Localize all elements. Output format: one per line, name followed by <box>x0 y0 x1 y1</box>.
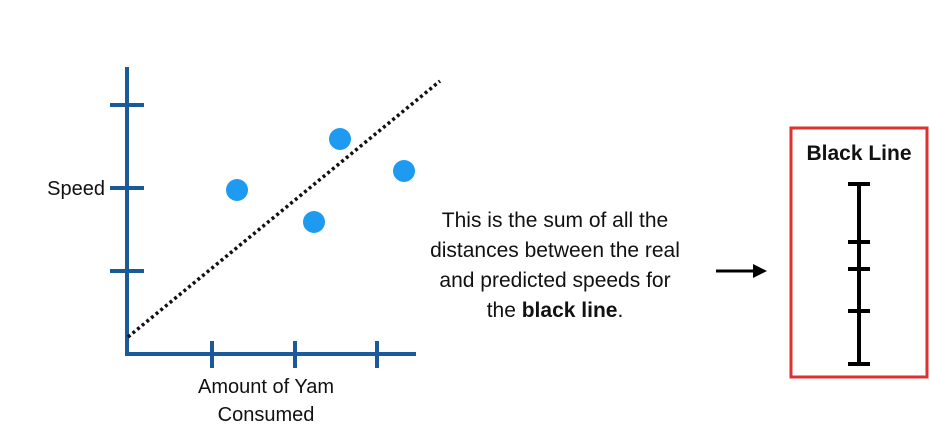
y-axis-label: Speed <box>47 178 105 200</box>
stacked-distances-bar <box>848 182 870 366</box>
x-axis-label-line2: Consumed <box>218 404 315 426</box>
data-point <box>329 128 351 150</box>
caption-emphasis: black line <box>521 299 618 322</box>
caption-line: the black line. <box>486 299 624 322</box>
x-axis-label-line1: Amount of Yam <box>198 376 334 398</box>
data-point <box>303 211 325 233</box>
black-line-panel <box>789 126 929 379</box>
data-points <box>226 128 415 233</box>
arrow-icon <box>716 264 767 278</box>
caption-line: distances between the real <box>430 239 680 262</box>
data-point <box>226 179 248 201</box>
caption-line: This is the sum of all the <box>441 209 669 232</box>
black-fit-line <box>126 79 442 339</box>
caption-line: and predicted speeds for <box>439 269 671 292</box>
explanation-caption: This is the sum of all the distances bet… <box>405 206 705 326</box>
data-point <box>393 160 415 182</box>
panel-title: Black Line <box>806 142 911 165</box>
plot-axes <box>110 67 416 368</box>
